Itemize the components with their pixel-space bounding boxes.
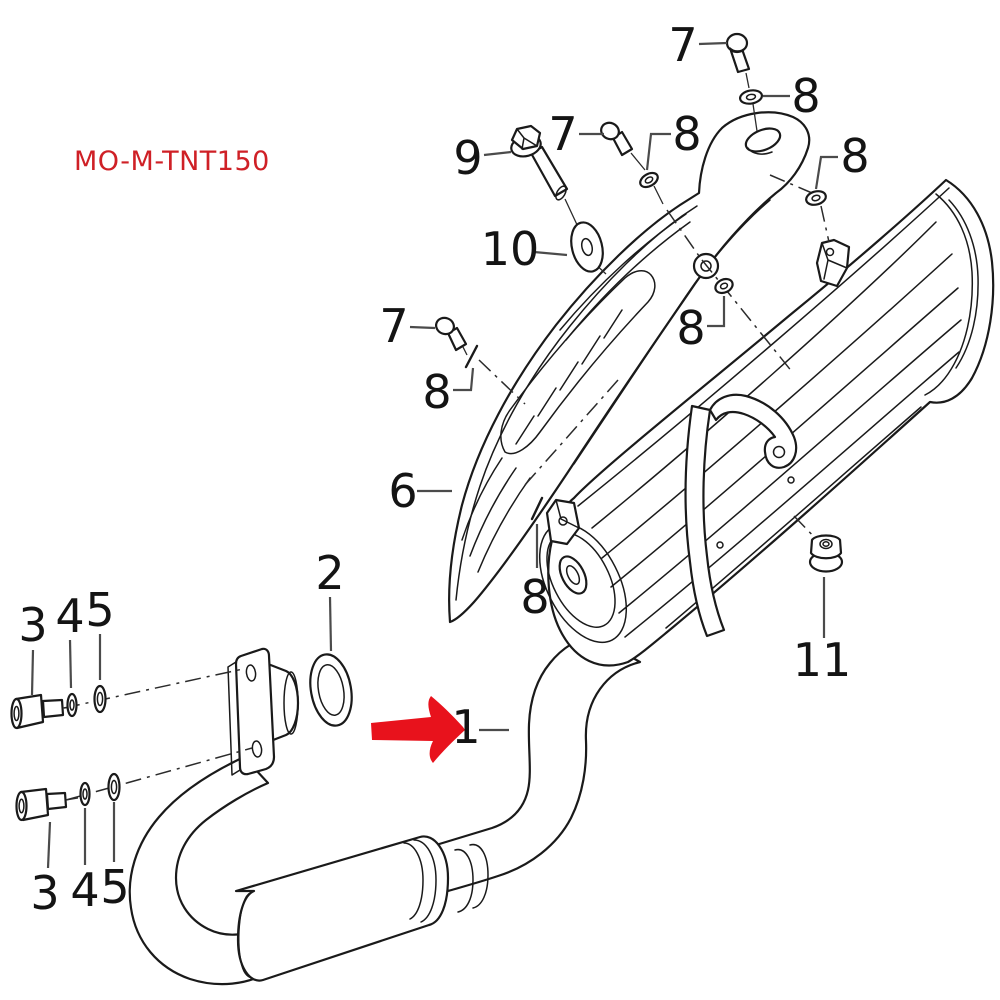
part-label-8: 8 xyxy=(840,129,869,183)
part-label-4: 4 xyxy=(55,589,84,643)
part-label-11: 11 xyxy=(793,633,852,687)
part-label-1: 1 xyxy=(451,700,480,754)
part-label-8: 8 xyxy=(791,69,820,123)
washer-5-bottom xyxy=(107,772,121,802)
leader-line-2 xyxy=(328,596,333,652)
muffler-hanger-bracket xyxy=(684,393,798,638)
shield-bracket-hole xyxy=(744,127,782,153)
part-label-9: 9 xyxy=(453,131,482,185)
washer-4-top xyxy=(66,692,78,718)
part-label-5: 5 xyxy=(100,860,129,914)
part-label-8: 8 xyxy=(676,301,705,355)
leader-line-8 xyxy=(707,296,726,328)
part-label-3: 3 xyxy=(30,866,59,920)
part-label-6: 6 xyxy=(388,464,417,518)
leader-line-8 xyxy=(814,155,838,190)
washer-8-mid xyxy=(639,171,659,189)
exhaust-flange xyxy=(234,647,276,776)
socket-bolt-3-top xyxy=(10,693,77,730)
leader-line-10 xyxy=(533,250,568,257)
leader-line-9 xyxy=(483,150,512,157)
part-label-8: 8 xyxy=(422,365,451,419)
part-label-2: 2 xyxy=(315,546,344,600)
part-label-3: 3 xyxy=(18,598,47,652)
washer-8-right xyxy=(805,190,827,206)
screw-7-mid xyxy=(600,121,634,157)
exhaust-gasket xyxy=(309,653,353,727)
fasteners xyxy=(10,32,844,822)
washer-position-slash xyxy=(464,344,479,369)
part-label-8: 8 xyxy=(520,570,549,624)
pointer-arrow xyxy=(371,696,465,763)
washer-4-bottom xyxy=(79,781,91,807)
exhaust-header-pipe xyxy=(128,634,642,986)
assembly-axis-lines xyxy=(63,72,830,801)
leader-line-4 xyxy=(68,639,73,689)
part-label-8: 8 xyxy=(672,107,701,161)
part-label-7: 7 xyxy=(668,18,697,72)
leader-line-8 xyxy=(645,132,671,171)
leader-line-8 xyxy=(453,367,475,392)
part-label-7: 7 xyxy=(379,299,408,353)
flange-bolt-9 xyxy=(510,124,569,201)
part-label-10: 10 xyxy=(481,222,540,276)
muffler-mount-tab-top xyxy=(815,238,851,288)
part-label-7: 7 xyxy=(548,107,577,161)
washer-10 xyxy=(570,221,604,273)
resonator-cylinder xyxy=(234,835,450,982)
washer-5-top xyxy=(93,684,107,714)
muffler-body xyxy=(538,178,995,667)
washer-8-top xyxy=(739,89,763,105)
leader-line-3 xyxy=(30,649,35,696)
part-label-4: 4 xyxy=(70,863,99,917)
muffler-mount-tab-inlet xyxy=(545,498,581,546)
leader-line-7 xyxy=(409,325,436,330)
screw-7-left xyxy=(435,316,468,352)
washer-8-center xyxy=(714,277,734,295)
flange-nut-11 xyxy=(808,534,844,573)
screw-7-top xyxy=(725,32,751,74)
leader-line-7 xyxy=(698,41,728,46)
washer-position-slash xyxy=(530,496,544,521)
diagram-code: MO-M-TNT150 xyxy=(74,146,270,177)
part-label-5: 5 xyxy=(85,583,114,637)
leader-line-3 xyxy=(46,821,52,869)
socket-bolt-3-bottom xyxy=(15,787,79,822)
